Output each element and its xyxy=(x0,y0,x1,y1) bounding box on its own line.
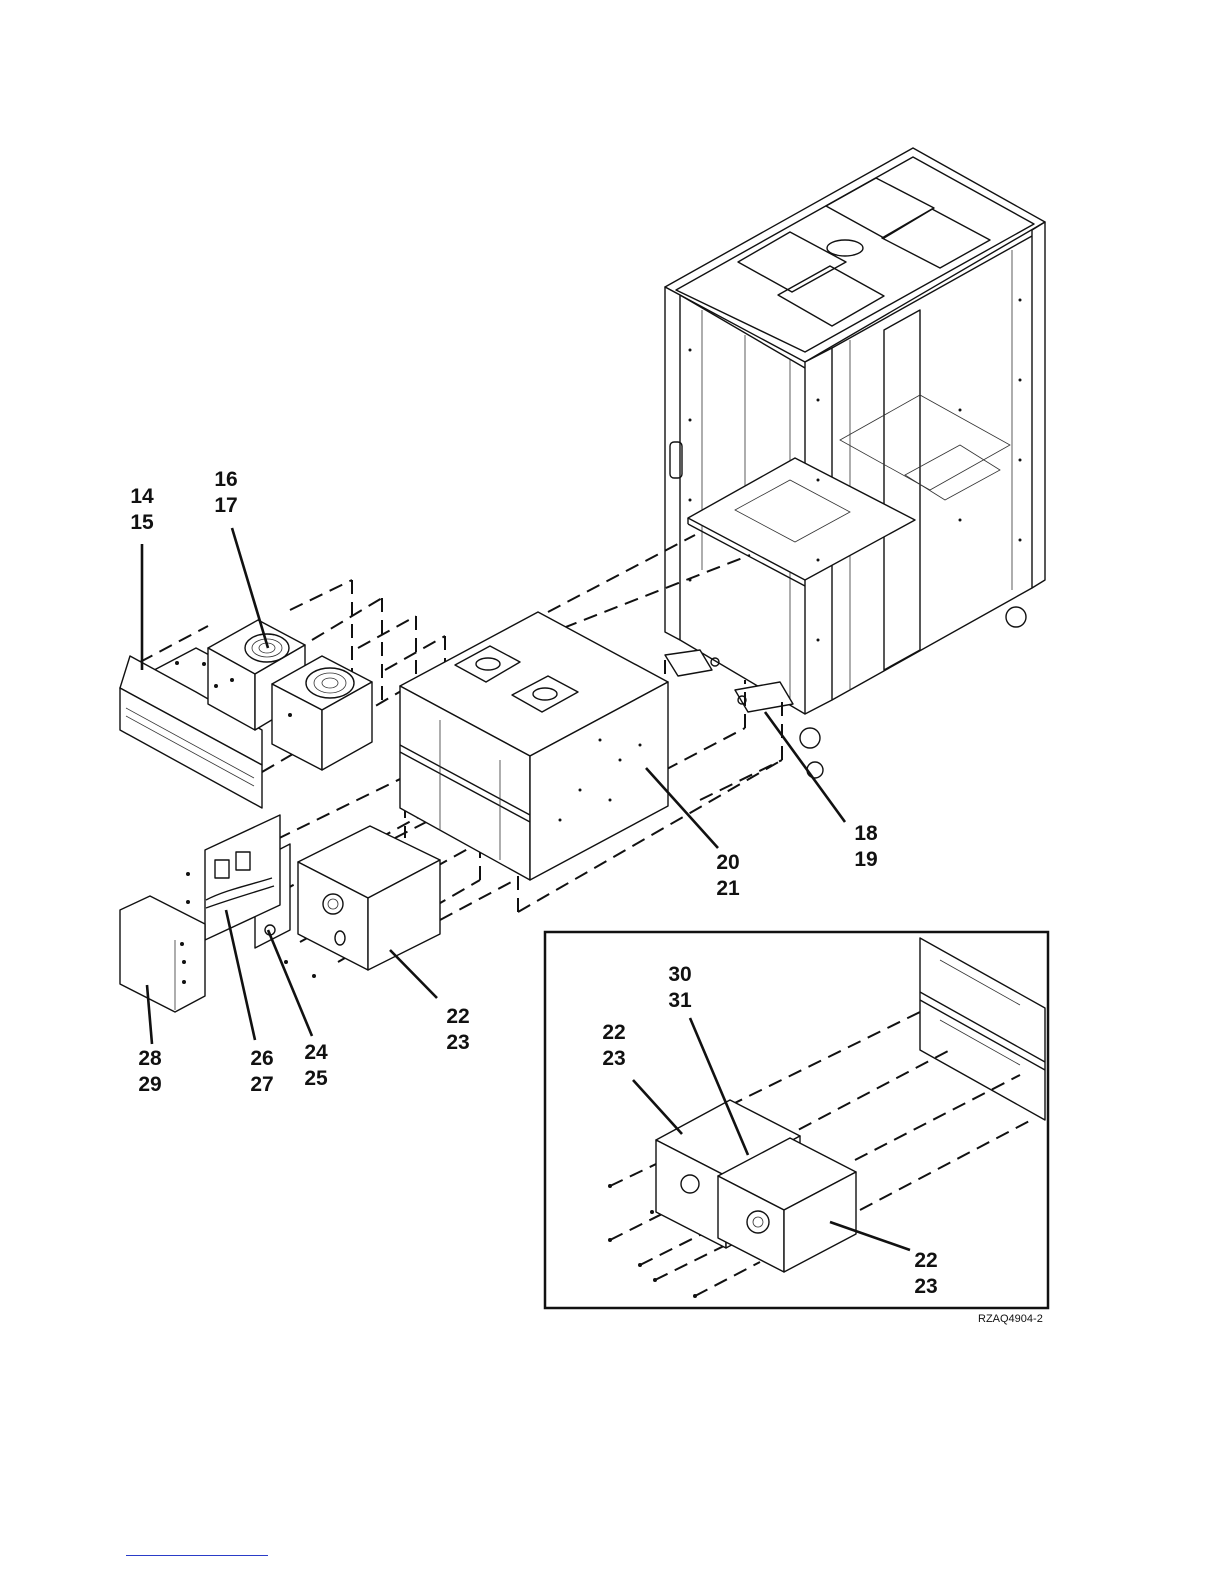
callout-number: 26 xyxy=(242,1046,282,1072)
callout-number: 24 xyxy=(296,1040,336,1066)
power-module-22 xyxy=(298,826,440,970)
callout-30-31: 30 31 xyxy=(660,962,700,1014)
callout-number: 31 xyxy=(660,988,700,1014)
callout-number: 23 xyxy=(594,1046,634,1072)
callout-28-29: 28 29 xyxy=(130,1046,170,1098)
callout-number: 22 xyxy=(594,1020,634,1046)
callout-number: 27 xyxy=(242,1072,282,1098)
callout-number: 22 xyxy=(906,1248,946,1274)
callout-number: 15 xyxy=(122,510,162,536)
callout-16-17: 16 17 xyxy=(206,467,246,519)
callout-20-21: 20 21 xyxy=(708,850,748,902)
rack-frame xyxy=(665,148,1045,778)
callout-number: 28 xyxy=(130,1046,170,1072)
callout-number: 20 xyxy=(708,850,748,876)
callout-number: 18 xyxy=(846,821,886,847)
cover-plate-28 xyxy=(120,896,205,1012)
callout-24-25: 24 25 xyxy=(296,1040,336,1092)
figure-id: RZAQ4904-2 xyxy=(978,1313,1043,1325)
callout-14-15: 14 15 xyxy=(122,484,162,536)
callout-18-19: 18 19 xyxy=(846,821,886,873)
callout-number: 30 xyxy=(660,962,700,988)
footnote-rule xyxy=(126,1555,268,1556)
callout-number: 14 xyxy=(122,484,162,510)
callout-number: 21 xyxy=(708,876,748,902)
callout-number: 19 xyxy=(846,847,886,873)
callout-number: 16 xyxy=(206,467,246,493)
callout-inset-22-23-left: 22 23 xyxy=(594,1020,634,1072)
detail-inset xyxy=(545,932,1048,1308)
callout-26-27: 26 27 xyxy=(242,1046,282,1098)
callout-number: 29 xyxy=(130,1072,170,1098)
callout-number: 23 xyxy=(438,1030,478,1056)
callout-22-23: 22 23 xyxy=(438,1004,478,1056)
callout-number: 22 xyxy=(438,1004,478,1030)
drawer-cage xyxy=(400,612,668,880)
callout-number: 23 xyxy=(906,1274,946,1300)
callout-inset-22-23-right: 22 23 xyxy=(906,1248,946,1300)
callout-number: 17 xyxy=(206,493,246,519)
callout-number: 25 xyxy=(296,1066,336,1092)
